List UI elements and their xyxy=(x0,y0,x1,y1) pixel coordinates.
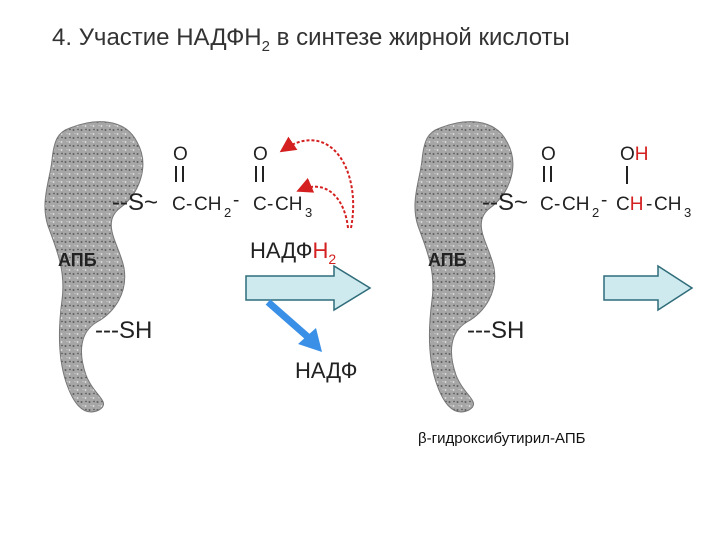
blue-arrow-shaft xyxy=(265,299,312,341)
left-ch3-sub: 3 xyxy=(305,205,312,220)
nadp-label: НАДФ xyxy=(295,358,357,383)
left-dash-1: - xyxy=(186,194,192,215)
product-caption: β-гидроксибутирил-АПБ xyxy=(418,430,586,447)
acp-label-right: АПБ xyxy=(428,250,467,270)
title-rest: в синтезе жирной кислоты xyxy=(269,24,570,51)
right-ch3-sub: 3 xyxy=(684,205,691,220)
title-main: Участие НАДФН xyxy=(78,24,262,51)
thioester-left: --S~ xyxy=(112,189,158,216)
right-c1: C xyxy=(540,194,554,215)
protein-blob-right xyxy=(414,121,514,413)
left-ch2: CH xyxy=(194,194,221,215)
right-dash-3: - xyxy=(646,194,652,215)
right-carbonyl-o: O xyxy=(541,144,556,165)
right-dash-1: - xyxy=(554,194,560,215)
left-dash-3: - xyxy=(267,194,273,215)
title-subscript: 2 xyxy=(261,37,270,55)
left-ch2-sub: 2 xyxy=(224,205,231,220)
carbonyl-o-1: O xyxy=(173,144,188,165)
red-arrow-inner xyxy=(296,177,349,229)
right-ch2-sub: 2 xyxy=(592,205,599,220)
right-hydroxyl: OH xyxy=(620,144,649,165)
left-c2: C xyxy=(253,194,267,215)
thioester-right: --S~ xyxy=(482,189,528,216)
reaction-arrow-left xyxy=(245,264,372,312)
left-c1: C xyxy=(172,194,186,215)
left-ch3: CH xyxy=(275,194,302,215)
protein-blob-left xyxy=(44,121,144,413)
page-title: 4. Участие НАДФН2 в синтезе жирной кисло… xyxy=(52,24,570,55)
acp-label-left: АПБ xyxy=(58,250,97,270)
nadph2-label: НАДФH2 xyxy=(250,238,336,267)
right-ch3: CH xyxy=(654,194,681,215)
right-ch2: CH xyxy=(562,194,589,215)
right-dash-2: - xyxy=(601,190,607,211)
left-dash-2: - xyxy=(233,190,239,211)
sh-group-left: ---SH xyxy=(95,317,152,344)
carbonyl-o-2: O xyxy=(253,144,268,165)
right-ch-group: CH xyxy=(616,194,643,215)
sh-group-right: ---SH xyxy=(467,317,524,344)
title-number: 4. xyxy=(52,24,73,51)
red-arrow-outer xyxy=(279,136,355,229)
blue-arrow-head xyxy=(298,328,322,352)
reaction-arrow-right xyxy=(603,264,694,312)
